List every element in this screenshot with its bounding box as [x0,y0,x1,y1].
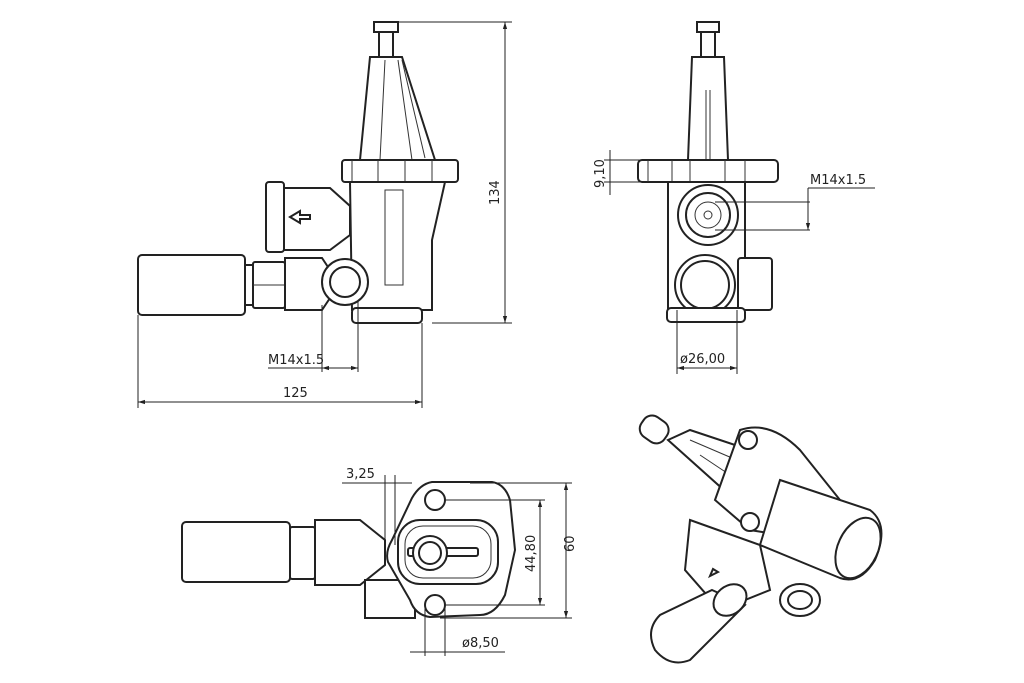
hole-diameter-dimension: ø8,50 [462,636,499,651]
front-view: 134 125 M14x1.5 [137,21,512,408]
front-thread-dimension: M14x1.5 [268,353,324,368]
hole-spacing-dimension: 44,80 [524,535,539,572]
side-view: 9,10 M14x1.5 ø26,00 [593,21,875,374]
bottom-view: 3,25 44,80 60 ø8,50 [181,467,578,656]
height-dimension: 134 [488,180,503,205]
offset-dimension: 3,25 [346,467,375,482]
width-dimension: 125 [283,386,308,401]
flange-height-dimension: 60 [563,535,578,552]
isometric-view [638,414,883,664]
flange-thickness-dimension: 9,10 [593,159,608,188]
side-thread-dimension: M14x1.5 [810,173,866,188]
body-diameter-dimension: ø26,00 [680,352,725,367]
